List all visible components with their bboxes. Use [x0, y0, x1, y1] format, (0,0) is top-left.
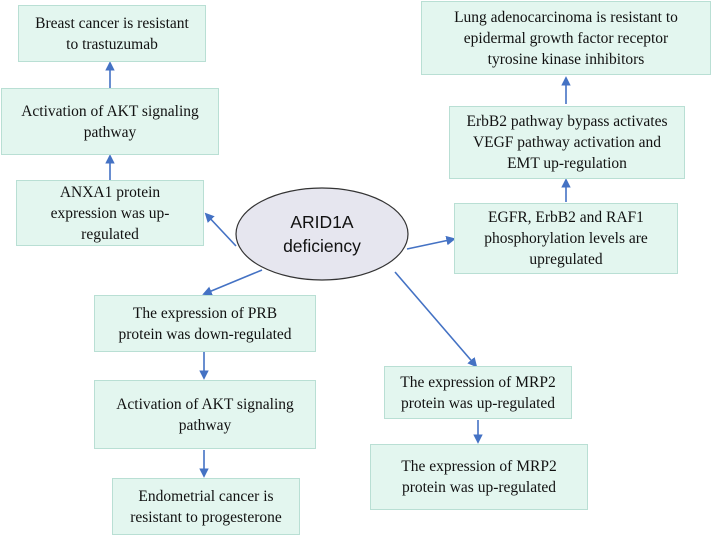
- arrow-center-to-egfr: [406, 235, 456, 250]
- arrow-center-to-prb: [202, 269, 263, 296]
- box-endometrial-resistant: Endometrial cancer is resistant to proge…: [112, 478, 300, 535]
- box-akt-activation-left-top: Activation of AKT signaling pathway: [1, 88, 219, 155]
- box-mrp2-upregulated-bottom: The expression of MRP2 protein was up-re…: [370, 444, 588, 510]
- arrow-center-to-mrp2: [394, 271, 478, 368]
- box-prb-downregulated: The expression of PRB protein was down-r…: [94, 295, 316, 352]
- arrow-center-to-anxa1: [204, 212, 237, 247]
- box-anxa1-upregulated: ANXA1 protein expression was up- regulat…: [16, 180, 204, 246]
- box-breast-cancer-resistant: Breast cancer is resistant to trastuzuma…: [18, 5, 206, 62]
- box-akt-activation-left-bottom: Activation of AKT signaling pathway: [94, 380, 316, 449]
- center-ellipse: [235, 187, 409, 281]
- box-egfr-phosphorylation: EGFR, ErbB2 and RAF1 phosphorylation lev…: [454, 203, 678, 274]
- box-lung-adenocarcinoma-resistant: Lung adenocarcinoma is resistant to epid…: [421, 1, 711, 75]
- center-label: ARID1A deficiency: [283, 212, 361, 256]
- box-mrp2-upregulated-top: The expression of MRP2 protein was up-re…: [384, 366, 572, 419]
- box-erbb2-bypass: ErbB2 pathway bypass activates VEGF path…: [449, 106, 685, 179]
